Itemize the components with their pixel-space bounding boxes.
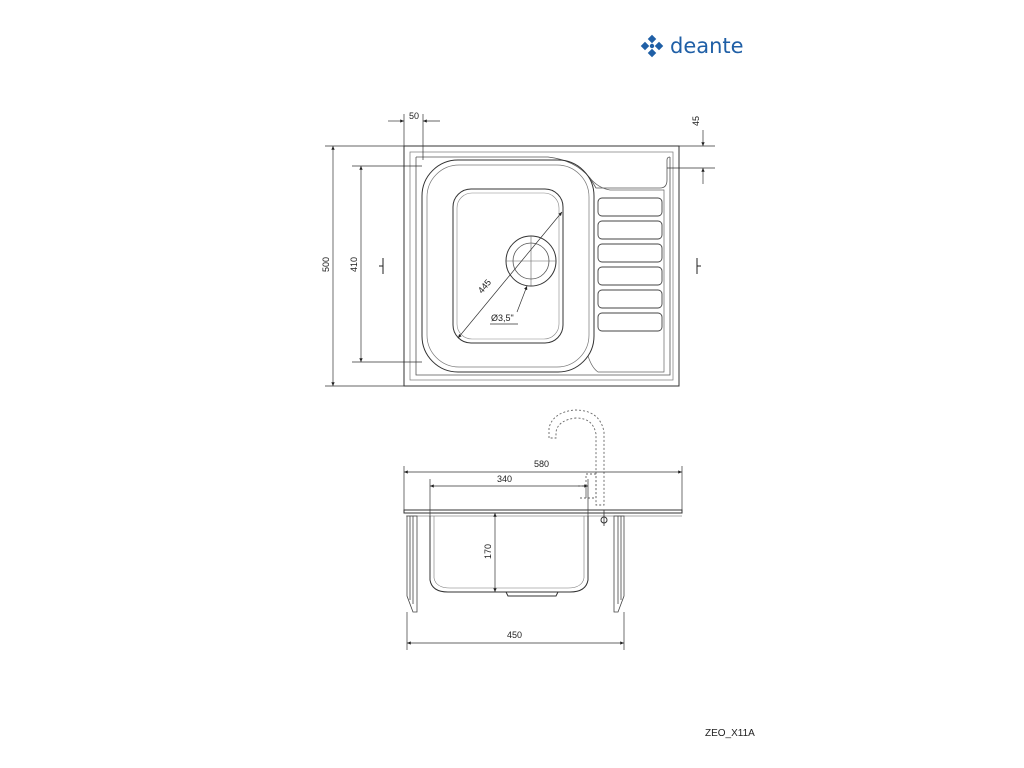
section-marker-right xyxy=(696,258,701,274)
section-marker-left xyxy=(379,258,384,274)
dim-bowl-depth: 410 xyxy=(349,257,359,272)
side-view xyxy=(403,409,683,650)
dim-bowl-height: 170 xyxy=(483,544,493,559)
bowl-profile xyxy=(429,516,589,593)
faucet-outline xyxy=(548,409,605,506)
drainboard-step xyxy=(587,177,665,373)
model-code: ZEO_X11A xyxy=(705,728,755,739)
dim-flange-left: 50 xyxy=(409,111,419,121)
brand-name: deante xyxy=(670,34,744,58)
brand-logo: deante xyxy=(640,34,744,58)
top-view xyxy=(325,114,715,387)
drain-profile xyxy=(505,591,559,597)
dim-bowl-width: 340 xyxy=(497,474,512,484)
bowl-rim-inner xyxy=(426,164,590,368)
bowl-rim xyxy=(421,159,595,373)
drainboard-outline xyxy=(415,156,671,376)
dim-overall-width: 580 xyxy=(534,459,549,469)
dim-flange-top: 45 xyxy=(691,116,701,126)
dim-drain-diameter: Ø3,5" xyxy=(491,313,514,323)
sink-outer-outline xyxy=(403,145,680,387)
dim-bowl-diagonal: 445 xyxy=(476,277,493,295)
dim-overall-depth: 500 xyxy=(321,257,331,272)
deante-logo-icon xyxy=(640,34,664,58)
drainboard-ribs xyxy=(597,197,663,332)
cabinet-walls xyxy=(406,515,625,613)
bowl-bottom xyxy=(452,188,564,344)
dim-cabinet-width: 450 xyxy=(507,630,522,640)
sink-inner-outline xyxy=(409,151,674,381)
sink-flange-profile xyxy=(403,509,683,514)
